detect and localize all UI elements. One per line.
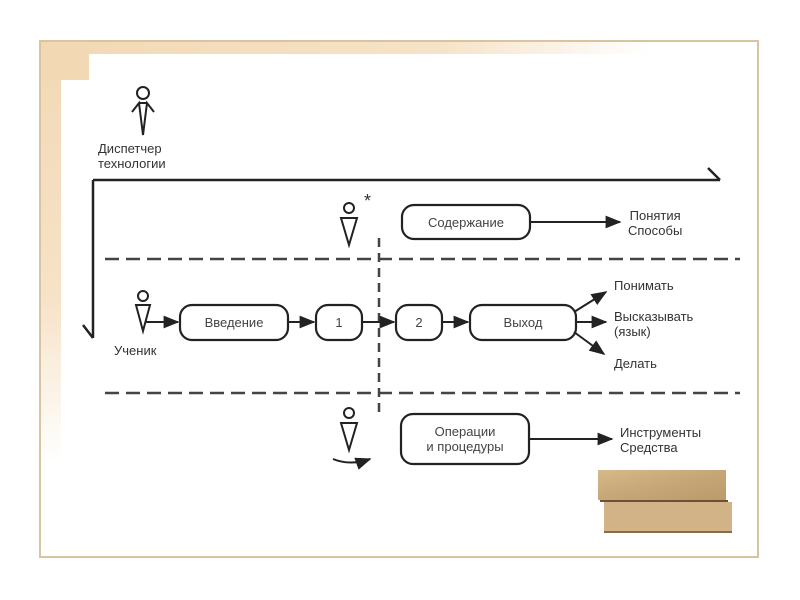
process-bracket: [82, 167, 721, 339]
frame-top-band: [41, 42, 757, 54]
box-intro-label: Введение: [204, 315, 264, 330]
teacher-figure-icon: [339, 202, 359, 249]
box-exit-label: Выход: [503, 315, 543, 330]
arrow-exit-understand: [573, 291, 608, 313]
box-operations-label: Операции и процедуры: [426, 424, 504, 454]
star-mark: *: [364, 191, 372, 211]
dispatcher-figure-icon: [131, 86, 155, 136]
frame-corner: [41, 42, 89, 80]
dispatcher-label: Диспетчер технологии: [98, 141, 166, 171]
output-express: Высказывать (язык): [614, 309, 694, 339]
content-result-label: Понятия Способы: [628, 208, 683, 238]
books-image: [598, 470, 732, 533]
student-label: Ученик: [114, 343, 157, 358]
arrow-exit-do: [573, 331, 606, 355]
operations-result-label: Инструменты Средства: [620, 425, 702, 455]
box-content-label: Содержание: [428, 215, 504, 230]
operator-figure-icon: [332, 407, 372, 470]
box-step1-label: 1: [335, 315, 343, 330]
student-figure-icon: [134, 290, 152, 335]
box-step2-label: 2: [415, 315, 423, 330]
output-do: Делать: [614, 356, 657, 371]
output-understand: Понимать: [614, 278, 674, 293]
frame-left-band: [41, 42, 61, 462]
